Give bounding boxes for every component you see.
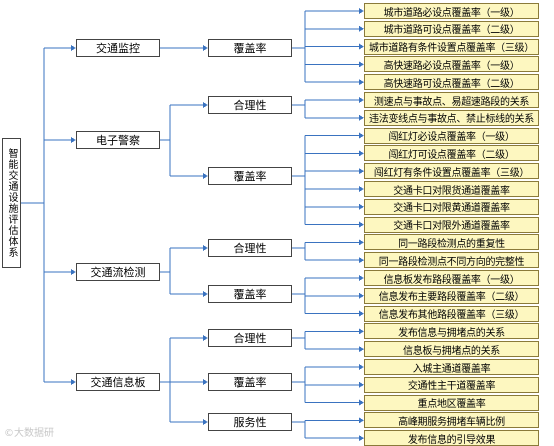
arrow-root-1 (71, 45, 76, 51)
node-ib-reasonable: 合理性 (208, 329, 292, 347)
leaf-ep-reason-1: 测速点与事故点、易超速路段的关系 (364, 92, 539, 108)
leaf-fd-cov-2: 信息发布主要路段覆盖率（二级） (364, 287, 539, 304)
arrow-ib_cov-3 (359, 399, 364, 406)
leaf-fd-reason-1: 同一路段检测点的重复性 (364, 234, 539, 251)
arrow-ib_cov-2 (359, 381, 364, 388)
arrow-root-4 (71, 379, 76, 385)
leaf-ep-reason-2: 违法变线点与事故点、禁止标线的关系 (364, 109, 539, 126)
arrow-ep_cov-1 (359, 132, 364, 139)
arrow-ep_reason-1 (359, 97, 364, 103)
leaf-ep-cov-2: 闯红灯可设点覆盖率（二级） (364, 145, 539, 162)
leaf-fd-reason-2: 同一路段检测点不同方向的完整性 (364, 252, 539, 269)
node-fd-coverage: 覆盖率 (208, 285, 292, 303)
leaf-ep-cov-3: 闯红灯有条件设置点覆盖率（三级） (364, 163, 539, 180)
arrow-l1-tm-1 (203, 45, 208, 51)
leaf-fd-cov-3: 信息发布其他路段覆盖率（三级） (364, 305, 539, 322)
arrow-ep_cov-3 (359, 168, 364, 175)
arrow-tm-5 (359, 79, 364, 86)
leaf-ib-reason-1: 发布信息与拥堵点的关系 (364, 323, 539, 340)
leaf-fd-cov-1: 信息板发布路段覆盖率（一级） (364, 270, 539, 286)
node-ep-coverage: 覆盖率 (208, 167, 292, 185)
arrow-fd_cov-1 (359, 275, 364, 281)
arrow-tm-1 (359, 8, 364, 14)
arrow-ep_reason-2 (359, 114, 364, 121)
arrow-l1-ep-1 (203, 102, 208, 108)
leaf-ib-cov-1: 入城主通道覆盖率 (364, 359, 539, 375)
arrow-ep_cov-6 (359, 221, 364, 228)
node-e-police: 电子警察 (76, 131, 160, 149)
arrow-ib_reason-1 (359, 328, 364, 335)
leaf-ib-cov-3: 重点地区覆盖率 (364, 394, 539, 411)
leaf-tm-5: 高快速路可设点覆盖率（二级） (364, 74, 539, 91)
leaf-ep-cov-1: 闯红灯必设点覆盖率（一级） (364, 127, 539, 144)
arrow-l1-ib-2 (203, 379, 208, 385)
leaf-tm-2: 城市道路可设点覆盖率（二级） (364, 20, 539, 37)
arrow-l1-fd-2 (203, 291, 208, 297)
arrow-ib_reason-2 (359, 346, 364, 353)
arrow-ib_cov-1 (359, 364, 364, 370)
arrow-l1-fd-1 (203, 245, 208, 251)
leaf-ib-reason-2: 信息板与拥堵点的关系 (364, 341, 539, 358)
arrow-ep_cov-5 (359, 203, 364, 210)
node-flow-detect: 交通流检测 (76, 263, 160, 281)
leaf-tm-3: 城市道路有条件设置点覆盖率（三级） (364, 38, 539, 55)
node-fd-reasonable: 合理性 (208, 239, 292, 257)
leaf-ep-cov-5: 交通卡口对限黄通道覆盖率 (364, 198, 539, 215)
arrow-ep_cov-4 (359, 186, 364, 192)
arrow-tm-4 (359, 61, 364, 68)
leaf-ib-service-2: 发布信息的引导效果 (364, 430, 539, 446)
leaf-ep-cov-6: 交通卡口对限外通道覆盖率 (364, 216, 539, 233)
node-info-board: 交通信息板 (76, 373, 160, 391)
arrow-ep_cov-2 (359, 150, 364, 157)
node-traffic-monitor: 交通监控 (76, 39, 160, 57)
arrow-ib_service-1 (359, 417, 364, 424)
leaf-ib-cov-2: 交通性主干道覆盖率 (364, 376, 539, 393)
arrow-l1-ib-1 (203, 335, 208, 341)
arrow-l1-ep-2 (203, 173, 208, 179)
arrow-ib_service-2 (359, 435, 364, 442)
leaf-ep-cov-4: 交通卡口对限货通道覆盖率 (364, 181, 539, 197)
node-ib-service: 服务性 (208, 413, 292, 431)
arrow-tm-2 (359, 25, 364, 32)
node-ep-reasonable: 合理性 (208, 96, 292, 114)
leaf-tm-1: 城市道路必设点覆盖率（一级） (364, 3, 539, 19)
root-node: 智能交通设施评估体系 (2, 138, 21, 268)
arrow-l1-ib-3 (203, 419, 208, 425)
arrow-fd_cov-3 (359, 310, 364, 317)
node-ib-coverage: 覆盖率 (208, 373, 292, 391)
arrow-fd_reason-1 (359, 239, 364, 246)
arrow-fd_reason-2 (359, 257, 364, 264)
arrow-root-2 (71, 137, 76, 143)
watermark: ©大数据研 (4, 428, 54, 439)
arrow-fd_cov-2 (359, 292, 364, 299)
arrow-root-3 (71, 269, 76, 275)
arrow-tm-3 (359, 43, 364, 50)
leaf-tm-4: 高快速路必设点覆盖率（一级） (364, 56, 539, 73)
node-tm-coverage: 覆盖率 (208, 39, 292, 57)
leaf-ib-service-1: 高峰期服务拥堵车辆比例 (364, 412, 539, 429)
